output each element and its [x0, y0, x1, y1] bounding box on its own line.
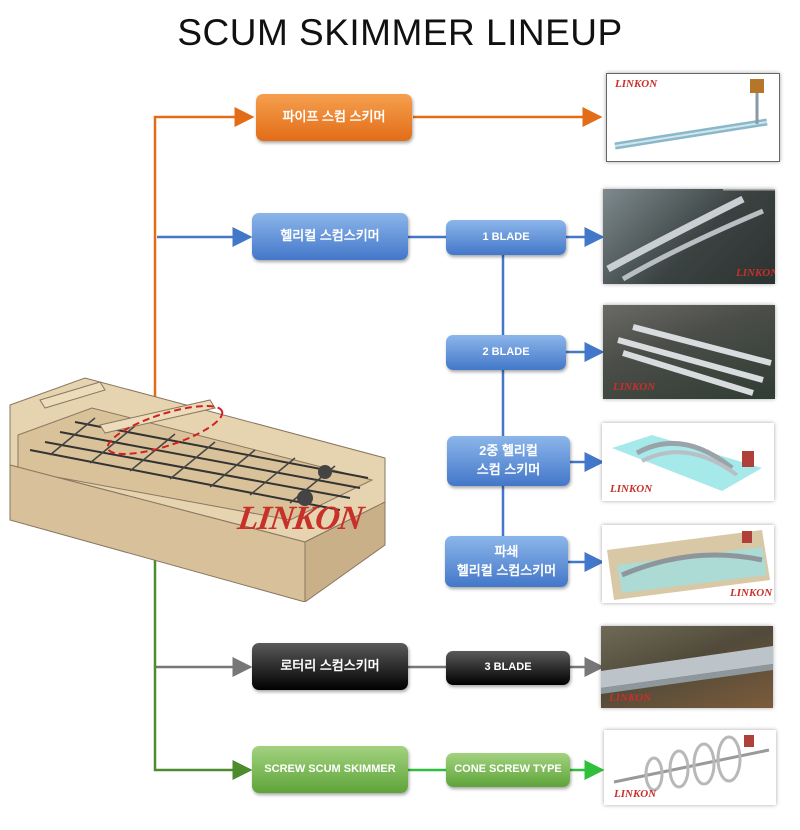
linkon-logo-small: LINKON: [736, 267, 775, 279]
double-helical-box: 2중 헬리컬 스컴 스키머: [447, 436, 570, 486]
orange-connector: [153, 107, 603, 440]
2-blade-image: LINKON: [603, 305, 775, 399]
cone-screw-image: LINKON: [604, 730, 776, 805]
tank-illustration: LINKON: [0, 370, 392, 603]
3-blade-image: LINKON: [601, 626, 773, 708]
linkon-logo-small: LINKON: [609, 692, 652, 704]
linkon-logo-small: LINKON: [610, 483, 653, 495]
helical-scum-skimmer-box: 헬리컬 스컴스키머: [252, 213, 408, 260]
3-blade-box: 3 BLADE: [446, 651, 570, 685]
pipe-skimmer-image: LINKON: [606, 73, 780, 162]
linkon-logo-small: LINKON: [730, 587, 773, 599]
screw-scum-skimmer-box: SCREW SCUM SKIMMER: [252, 746, 408, 793]
pipe-scum-skimmer-box: 파이프 스컴 스키머: [256, 94, 412, 141]
linkon-logo-small: LINKON: [614, 788, 657, 800]
green-connector: [153, 470, 253, 780]
double-helical-line1: 2중 헬리컬: [479, 443, 538, 459]
double-helical-image: LINKON: [602, 423, 774, 501]
linkon-logo-small: LINKON: [613, 381, 656, 393]
linkon-logo-small: LINKON: [615, 78, 658, 90]
crusher-helical-line2: 헬리컬 스컴스키머: [456, 562, 557, 578]
page-title: SCUM SKIMMER LINEUP: [177, 12, 623, 53]
crusher-helical-image: LINKON: [602, 525, 774, 603]
crusher-helical-box: 파쇄 헬리컬 스컴스키머: [445, 536, 568, 587]
rotary-scum-skimmer-box: 로터리 스컴스키머: [252, 643, 408, 690]
blue-connector: [157, 227, 605, 572]
cone-screw-type-box: CONE SCREW TYPE: [446, 753, 570, 787]
crusher-helical-line1: 파쇄: [494, 543, 519, 559]
double-helical-line2: 스컴 스키머: [476, 462, 541, 477]
linkon-logo: LINKON: [235, 500, 366, 537]
1-blade-box: 1 BLADE: [446, 220, 566, 255]
2-blade-box: 2 BLADE: [446, 335, 566, 370]
1-blade-image: LINKON: [603, 189, 775, 284]
